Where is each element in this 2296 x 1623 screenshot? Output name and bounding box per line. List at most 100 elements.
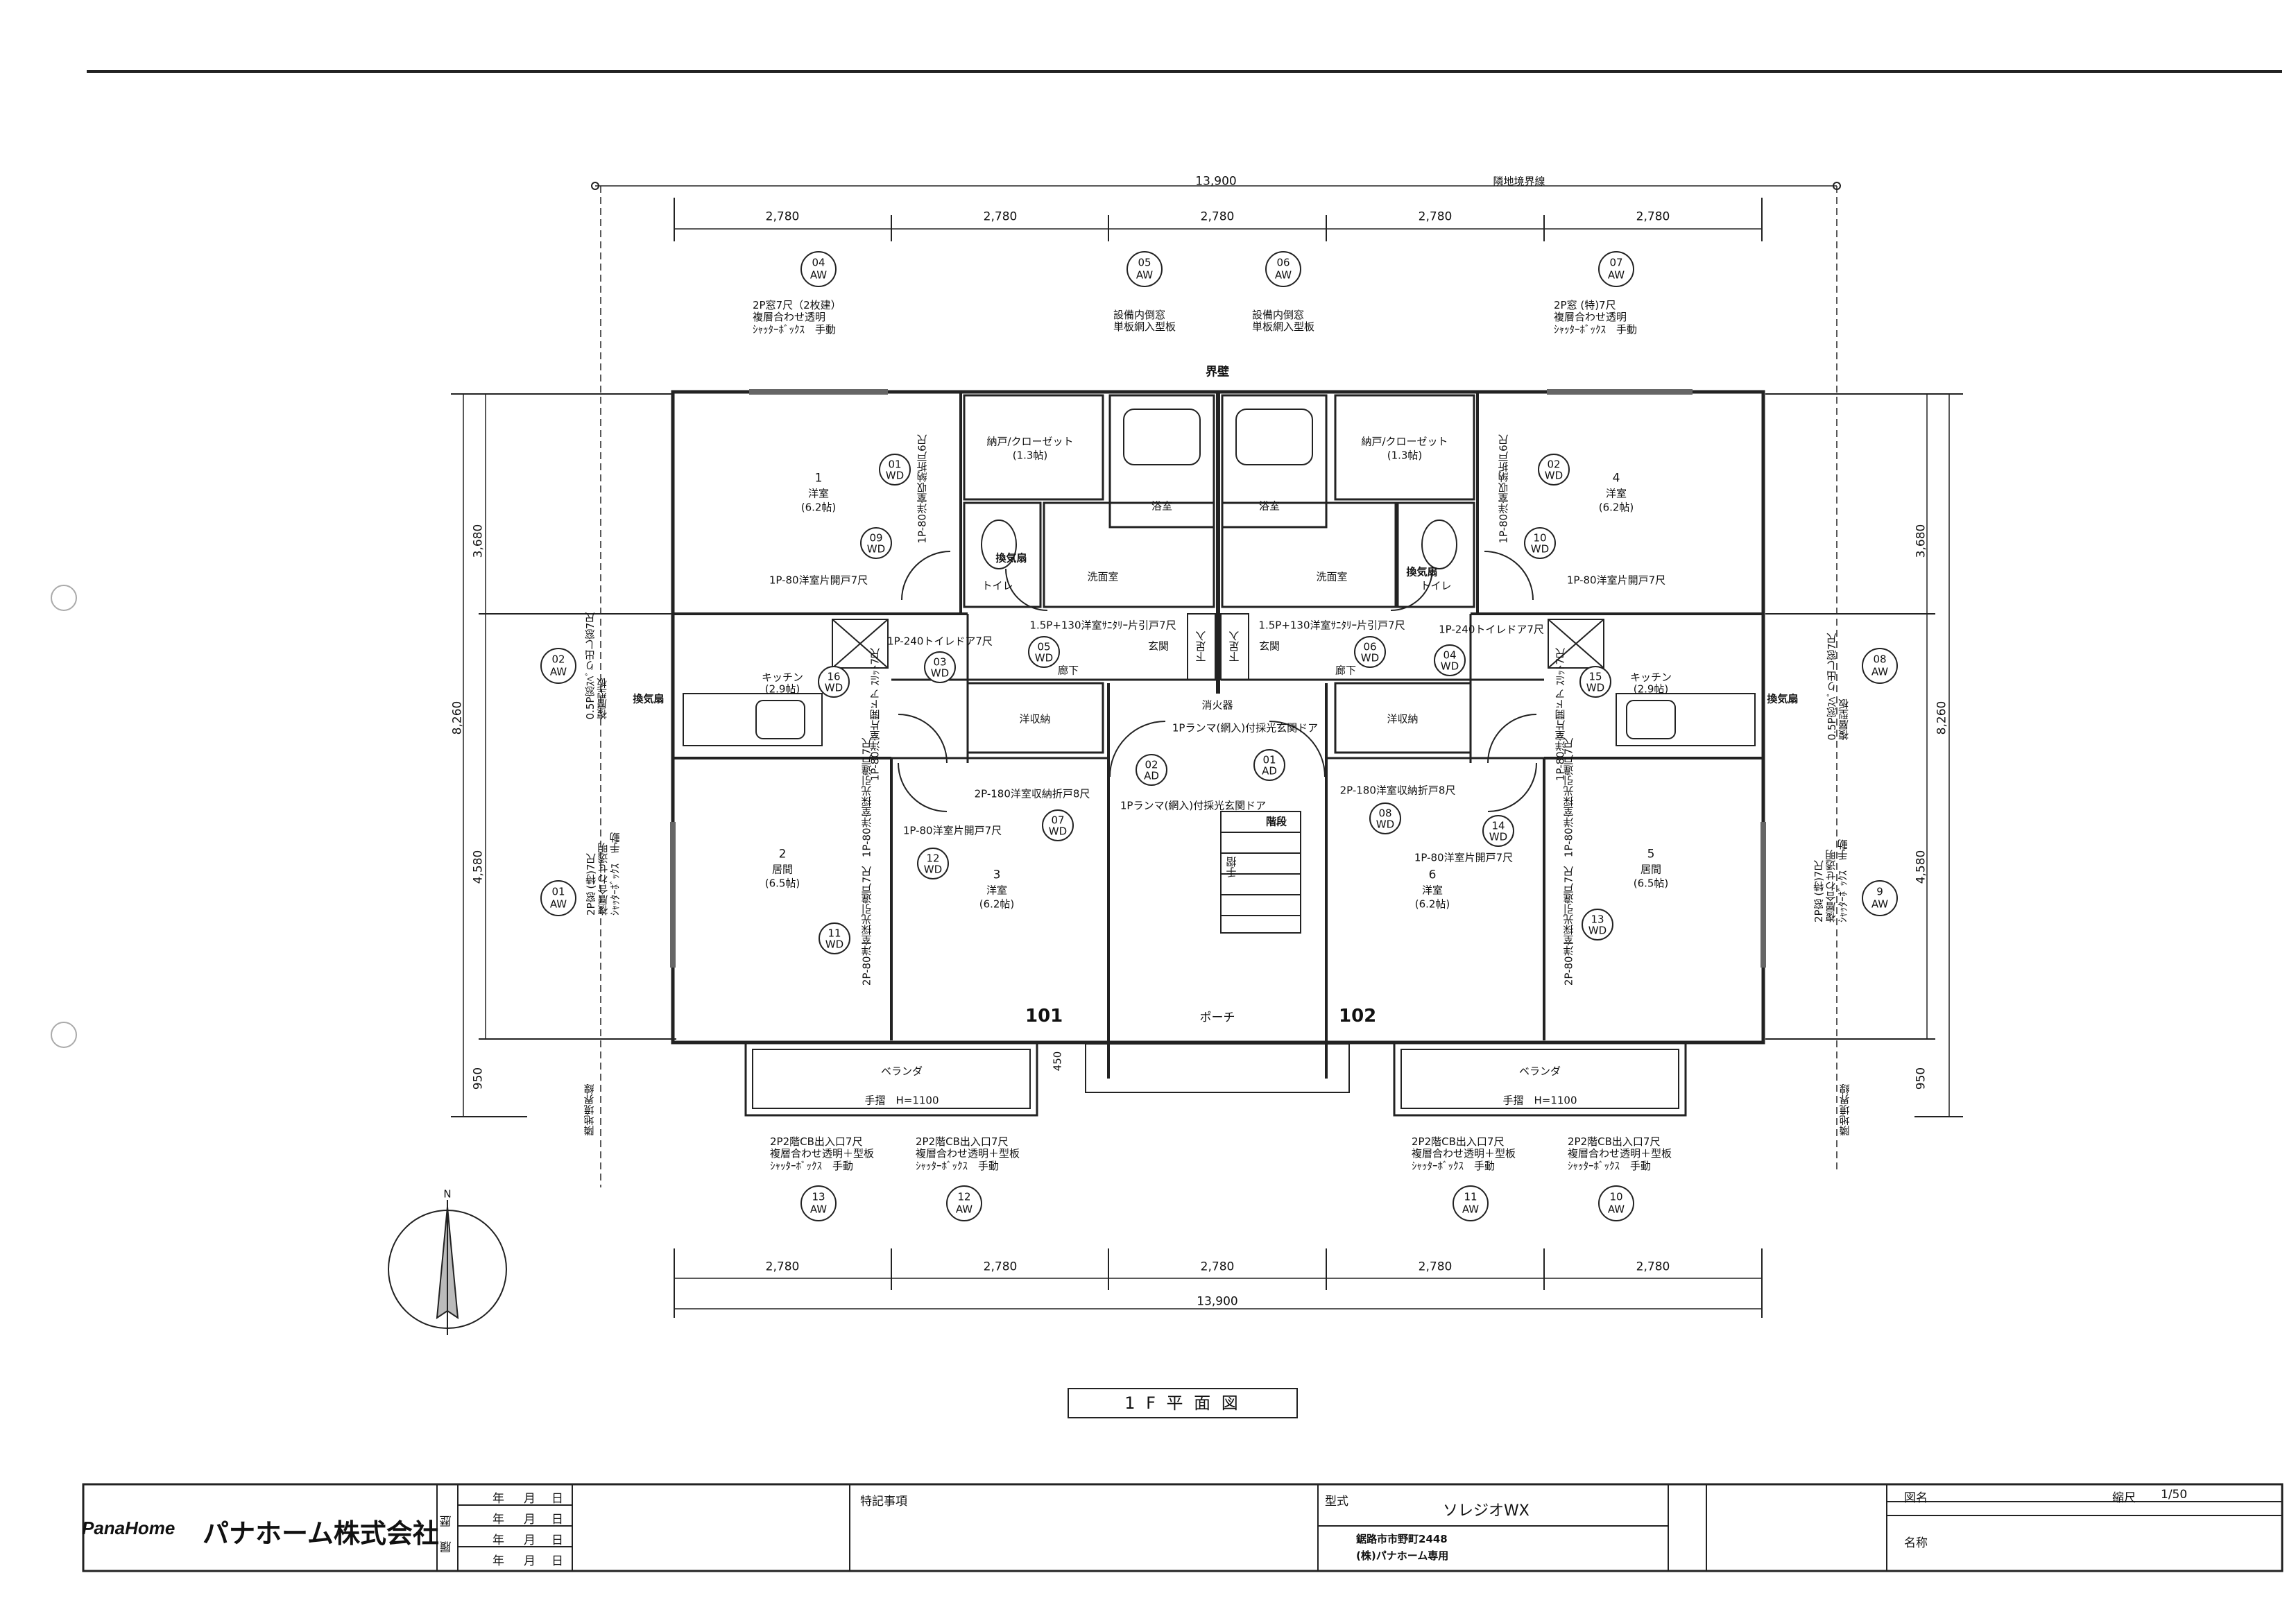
closet-left-size: (1.3帖) xyxy=(1012,449,1048,462)
window-04-note: 2P窓7尺（2枚建） 複層合わせ透明 ｼｬｯﾀｰﾎﾞｯｸｽ 手動 xyxy=(753,299,841,336)
door-wd07-number: 07 xyxy=(1051,814,1065,827)
door-ad02-type: AD xyxy=(1144,769,1159,782)
history-month-3: 月 xyxy=(524,1534,536,1547)
door-wd01-number: 01 xyxy=(888,458,902,471)
door-wd06-type: WD xyxy=(1360,651,1380,664)
scale-label: 縮尺 xyxy=(2112,1491,2136,1505)
room-2-size: (6.5帖) xyxy=(764,877,800,890)
toilet-right-label: トイレ xyxy=(1420,579,1452,592)
room-6-name: 6 xyxy=(1428,868,1437,882)
vent-left-label: 換気扇 xyxy=(995,551,1027,565)
window-08-note: 0.5P窓ｽﾍﾞり出し窓7尺 複層型板 xyxy=(1825,633,1850,741)
window-05-number: 05 xyxy=(1138,256,1151,269)
window-10-note: 2P2階CB出入口7尺 複層合わせ透明＋型板 ｼｬｯﾀｰﾎﾞｯｸｽ 手動 xyxy=(1568,1135,1672,1172)
door-note-fold-left: 1P-80洋室収納折戸6尺 xyxy=(916,434,929,544)
model-value: ソレジオWX xyxy=(1443,1502,1530,1520)
history-month-4: 月 xyxy=(524,1554,536,1568)
door-wd02-number: 02 xyxy=(1547,458,1561,471)
door-wd16-type: WD xyxy=(824,681,843,694)
window-01-note: 2P窓 (特)7尺 複層合わせ透明 ｼｬｯﾀｰﾎﾞｯｸｽ 手動 xyxy=(585,832,622,916)
door-wd03-number: 03 xyxy=(933,655,947,669)
door-wd14-type: WD xyxy=(1489,830,1508,843)
porch-label: ポーチ xyxy=(1199,1011,1235,1025)
window-01-number: 01 xyxy=(551,885,565,898)
door-wd10-number: 10 xyxy=(1533,531,1547,544)
door-wd09-number: 09 xyxy=(869,531,883,544)
door-wd09-type: WD xyxy=(866,542,886,556)
dim-right-lower: 4,580 xyxy=(1914,850,1928,884)
room-1-name: 1 xyxy=(814,471,823,486)
door-note-storage-right: 2P-180洋室収納折戸8尺 xyxy=(1339,784,1456,797)
door-wd06-number: 06 xyxy=(1363,640,1377,653)
door-note-room6: 1P-80洋室片開戸7尺 xyxy=(1414,851,1514,864)
window-11-note: 2P2階CB出入口7尺 複層合わせ透明＋型板 ｼｬｯﾀｰﾎﾞｯｸｽ 手動 xyxy=(1412,1135,1516,1172)
dim-top-seg-4: 2,780 xyxy=(1418,209,1453,224)
compass-icon xyxy=(421,1217,474,1321)
dim-right-total: 8,260 xyxy=(1935,701,1949,735)
room-6-size: (6.2帖) xyxy=(1414,898,1450,911)
door-wd11-number: 11 xyxy=(828,927,841,940)
window-12-note: 2P2階CB出入口7尺 複層合わせ透明＋型板 ｼｬｯﾀｰﾎﾞｯｸｽ 手動 xyxy=(916,1135,1020,1172)
closet-right-label: 納戸/クローゼット xyxy=(1361,435,1448,448)
shoebox-left-label: 下足入 xyxy=(1194,630,1208,662)
history-year-1: 年 xyxy=(492,1492,504,1506)
vent-kitchen-left-label: 換気扇 xyxy=(633,692,665,705)
dim-left-lower: 4,580 xyxy=(471,850,486,884)
dim-right-upper: 3,680 xyxy=(1914,524,1928,558)
label-party-wall: 界壁 xyxy=(1206,365,1229,379)
window-07-number: 07 xyxy=(1609,256,1623,269)
door-note-entry-2: 1Pランマ(網入)付採光玄関ドア xyxy=(1120,799,1267,812)
wash-left-label: 洗面室 xyxy=(1087,570,1119,583)
door-wd08-number: 08 xyxy=(1378,807,1392,820)
door-wd02-type: WD xyxy=(1544,469,1563,482)
corridor-left-label: 廊下 xyxy=(1057,664,1079,677)
door-wd12-number: 12 xyxy=(926,852,940,865)
name-label: 名称 xyxy=(1904,1536,1928,1550)
door-wd07-type: WD xyxy=(1048,825,1068,838)
door-wd15-type: WD xyxy=(1586,681,1605,694)
history-day-1: 日 xyxy=(551,1492,563,1506)
room-2-name: 2 xyxy=(778,847,787,861)
history-year-3: 年 xyxy=(492,1534,504,1547)
door-note-sliding-left: 1.5P+130洋室ｻﾆﾀﾘｰ片引戸7尺 xyxy=(1029,619,1176,632)
entry-left-label: 玄関 xyxy=(1147,639,1170,653)
history-year-2: 年 xyxy=(492,1513,504,1527)
room-1-size: (6.2帖) xyxy=(800,501,837,514)
window-10-type: AW xyxy=(1607,1203,1625,1216)
door-wd13-number: 13 xyxy=(1591,913,1604,926)
kitchen-right-label: キッチン xyxy=(1629,671,1672,684)
window-13-number: 13 xyxy=(812,1190,825,1203)
window-02-note: 0.5P窓ｽﾍﾞり出し窓7尺 複層型板 xyxy=(583,612,608,720)
entry-right-label: 玄関 xyxy=(1258,639,1280,653)
door-wd01-type: WD xyxy=(885,469,905,482)
veranda-right-rail: 手摺 H=1100 xyxy=(1502,1094,1577,1107)
door-note-open-right: 1P-80洋室片開戸7尺 xyxy=(1566,574,1666,587)
door-note-room3: 1P-80洋室片開戸7尺 xyxy=(902,824,1002,837)
model-label: 型式 xyxy=(1325,1495,1348,1509)
window-04-type: AW xyxy=(809,268,828,282)
door-note-toilet-left: 1P-240トイレドア7尺 xyxy=(887,635,993,648)
dim-top-seg-1: 2,780 xyxy=(765,209,800,224)
dim-top-seg-3: 2,780 xyxy=(1200,209,1235,224)
dim-bottom-seg-1: 2,780 xyxy=(765,1260,800,1274)
dim-top-total: 13,900 xyxy=(1195,174,1237,189)
door-wd13-type: WD xyxy=(1588,924,1607,937)
notes-label: 特記事項 xyxy=(860,1495,907,1509)
veranda-left-rail: 手摺 H=1100 xyxy=(864,1094,939,1107)
compass-north-label: N xyxy=(443,1187,452,1201)
room-4-name: 4 xyxy=(1612,471,1620,486)
unit-101-label: 101 xyxy=(1025,1006,1063,1027)
door-note-living-left: 1P-80洋室採光引違戸7尺 xyxy=(860,737,873,858)
window-13-note: 2P2階CB出入口7尺 複層合わせ透明＋型板 ｼｬｯﾀｰﾎﾞｯｸｽ 手動 xyxy=(770,1135,875,1172)
closet-left-label: 納戸/クローゼット xyxy=(986,435,1074,448)
dim-top-seg-2: 2,780 xyxy=(983,209,1018,224)
room-2-type: 居間 xyxy=(771,863,794,876)
toilet-left-label: トイレ xyxy=(982,579,1013,592)
window-06-number: 06 xyxy=(1276,256,1290,269)
label-right-boundary: 隣地境界線 xyxy=(1838,1083,1851,1136)
company-logo-en: PanaHome xyxy=(82,1518,175,1538)
address-text: 鋸路市市野町2448 xyxy=(1356,1533,1448,1545)
dim-right-balcony: 950 xyxy=(1914,1067,1928,1090)
dim-bottom-seg-5: 2,780 xyxy=(1636,1260,1670,1274)
bath-right-label: 浴室 xyxy=(1258,499,1280,513)
